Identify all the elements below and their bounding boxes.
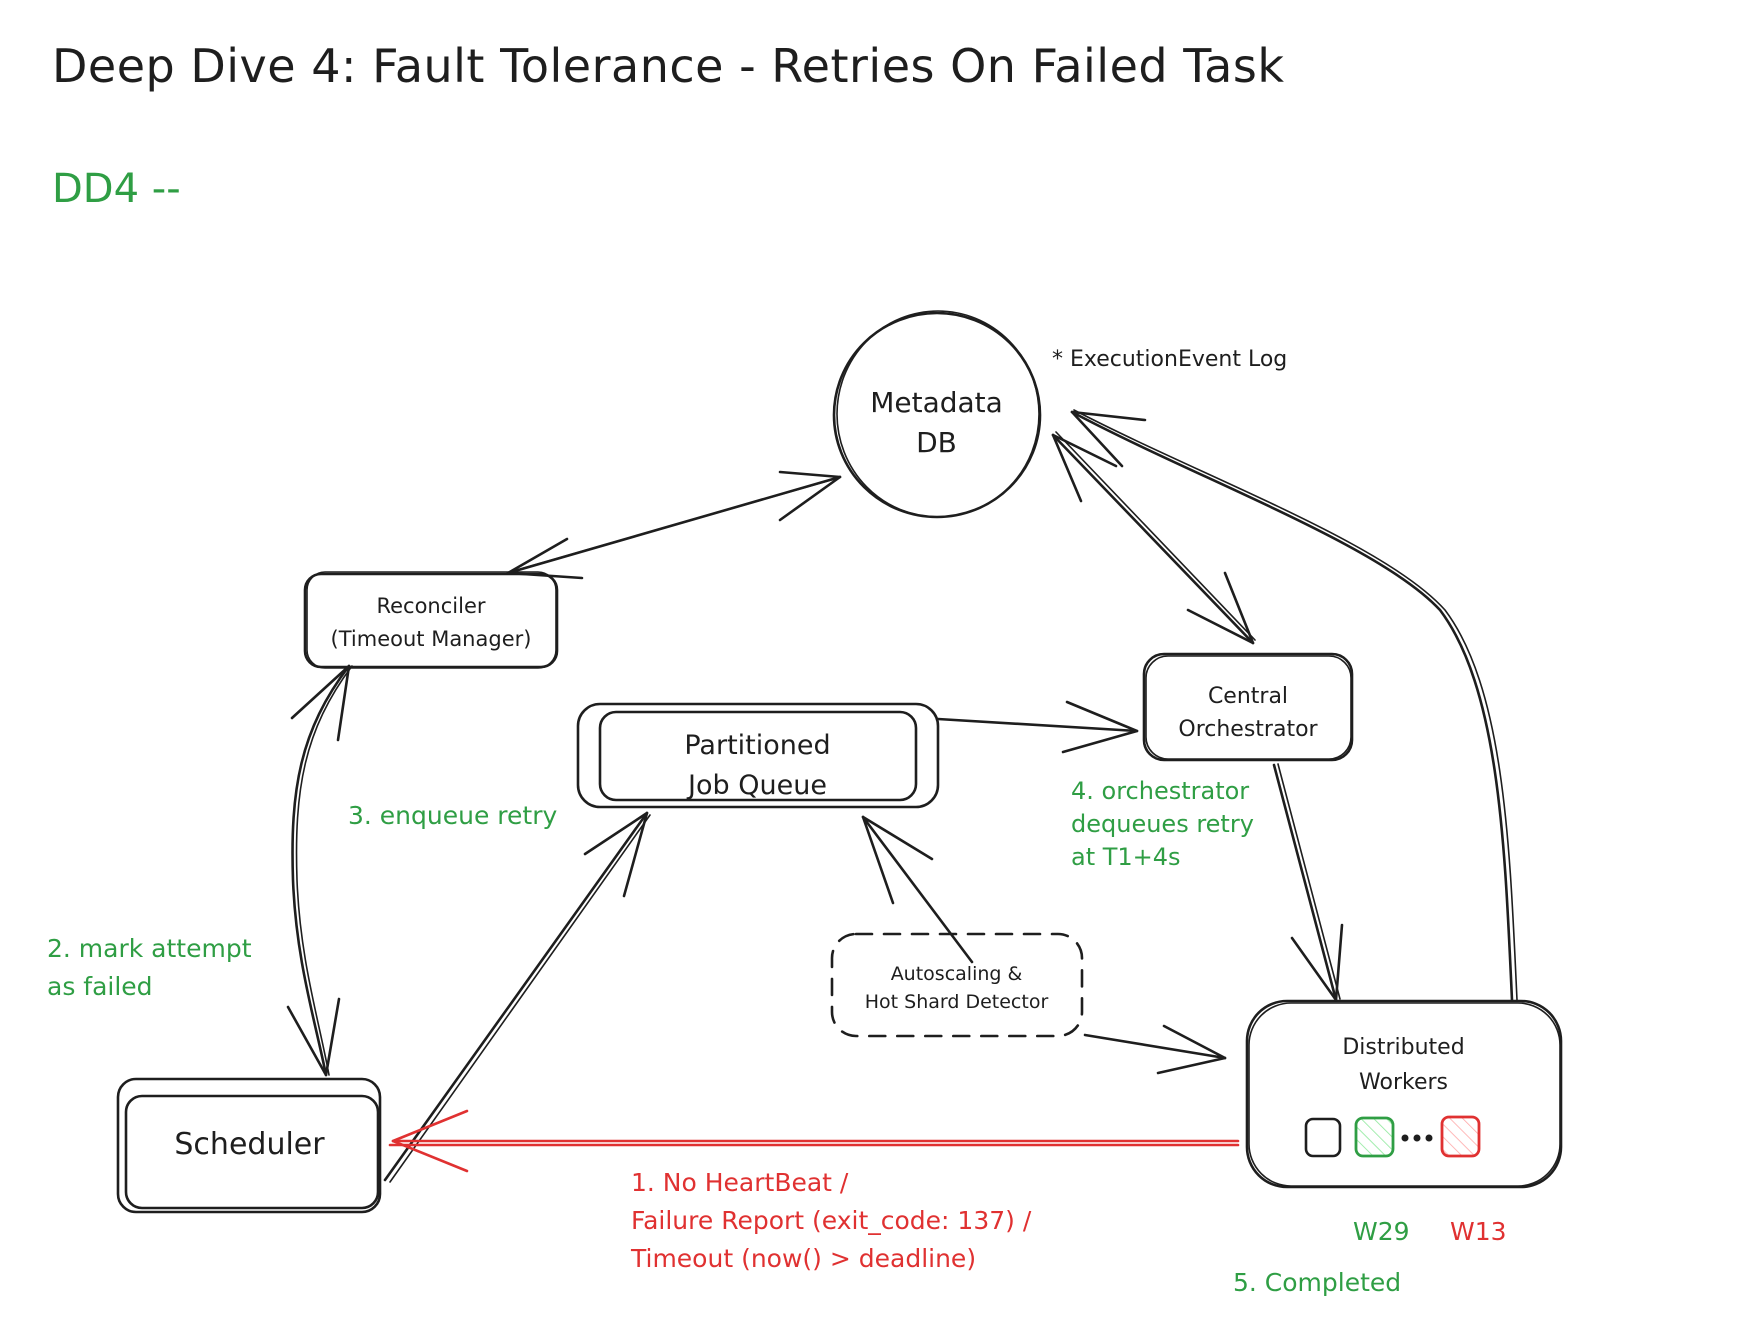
job-queue-node[interactable] [576,702,940,809]
section-subtitle: DD4 -- [52,166,181,212]
ellipsis-icon [1401,1134,1433,1142]
step-4-note: 4. orchestrator dequeues retry at T1+4s [1071,777,1254,871]
edge-scheduler-queue [383,811,651,1183]
reconciler-label: Reconciler (Timeout Manager) [330,594,532,651]
step-2-note: 2. mark attempt as failed [47,934,252,1001]
workers-label: Distributed Workers [1342,1035,1465,1095]
step-3-note: 3. enqueue retry [348,801,558,830]
worker-slot-w29[interactable] [1354,1116,1395,1158]
edge-workers-scheduler-failure [388,1109,1240,1173]
edge-orchestrator-workers [1272,763,1344,1002]
worker-w29-label: W29 [1353,1217,1410,1246]
metadata-db-node[interactable] [832,310,1042,519]
worker-slot-idle[interactable] [1304,1117,1342,1158]
scheduler-node[interactable] [116,1077,382,1214]
page-title: Deep Dive 4: Fault Tolerance - Retries O… [52,39,1285,93]
scheduler-label: Scheduler [174,1127,325,1162]
edge-metadata-orchestrator [1051,431,1256,645]
step-1-note: 1. No HeartBeat / Failure Report (exit_c… [631,1168,1032,1273]
edge-reconciler-scheduler [286,664,353,1077]
workers-node[interactable] [1245,999,1563,1189]
autoscaler-node[interactable] [830,932,1084,1038]
job-queue-label: Partitioned Job Queue [684,730,831,801]
orchestrator-node[interactable] [1142,652,1354,762]
worker-w13-label: W13 [1450,1217,1507,1246]
edge-autoscaler-queue [861,815,974,964]
step-5-note: 5. Completed [1233,1268,1402,1297]
execution-log-note: * ExecutionEvent Log [1052,347,1288,372]
edge-workers-metadata [1070,409,1518,1002]
orchestrator-label: Central Orchestrator [1178,684,1318,742]
reconciler-node[interactable] [303,571,559,669]
edge-reconciler-metadata [506,470,842,580]
edge-autoscaler-workers [1083,1024,1227,1075]
autoscaler-label: Autoscaling & Hot Shard Detector [864,963,1049,1013]
edge-queue-orchestrator [936,700,1139,754]
worker-slot-w13[interactable] [1440,1115,1481,1158]
metadata-db-label: Metadata DB [870,386,1003,459]
